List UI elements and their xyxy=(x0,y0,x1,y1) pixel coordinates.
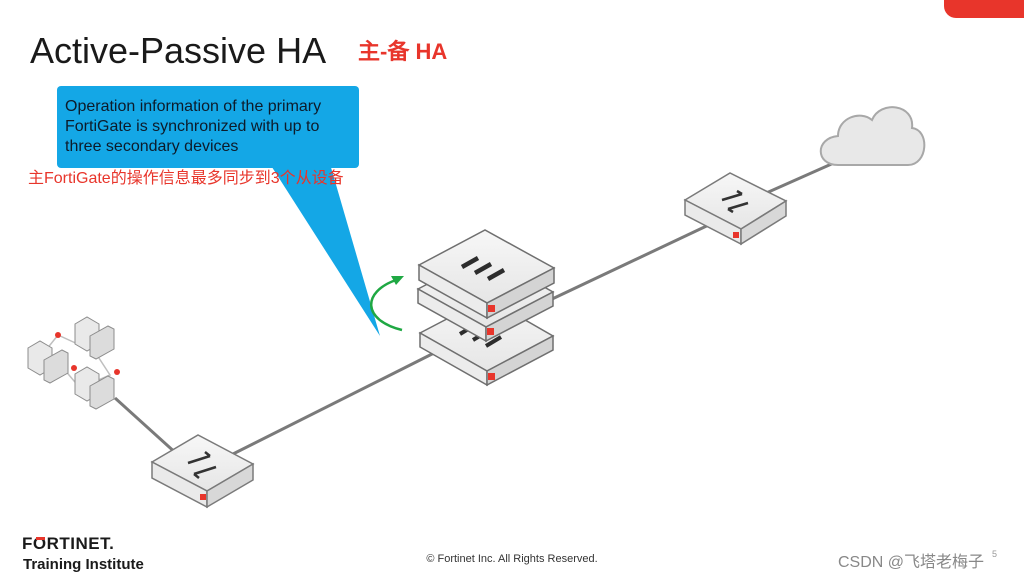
link-fortigate-switch xyxy=(550,222,715,300)
computer-group xyxy=(28,317,120,409)
cloud-icon xyxy=(821,107,925,165)
callout-text-chinese: 主FortiGate的操作信息最多同步到3个从设备 xyxy=(28,164,344,188)
switch-icon xyxy=(685,173,786,244)
fortinet-logo: FORTINET. xyxy=(22,534,144,552)
callout-text: Operation information of the primary For… xyxy=(65,97,355,157)
link-pcs-switch xyxy=(115,398,178,455)
svg-text:FORTINET.: FORTINET. xyxy=(22,534,114,552)
page-number: 5 xyxy=(992,549,997,559)
link-switch-fortigate xyxy=(225,350,440,458)
watermark-text: CSDN @飞塔老梅子 xyxy=(838,548,984,572)
computer-icon xyxy=(75,317,114,359)
computer-icon xyxy=(28,341,68,383)
callout-pointer xyxy=(270,164,380,336)
sync-arrow-icon xyxy=(371,276,404,330)
